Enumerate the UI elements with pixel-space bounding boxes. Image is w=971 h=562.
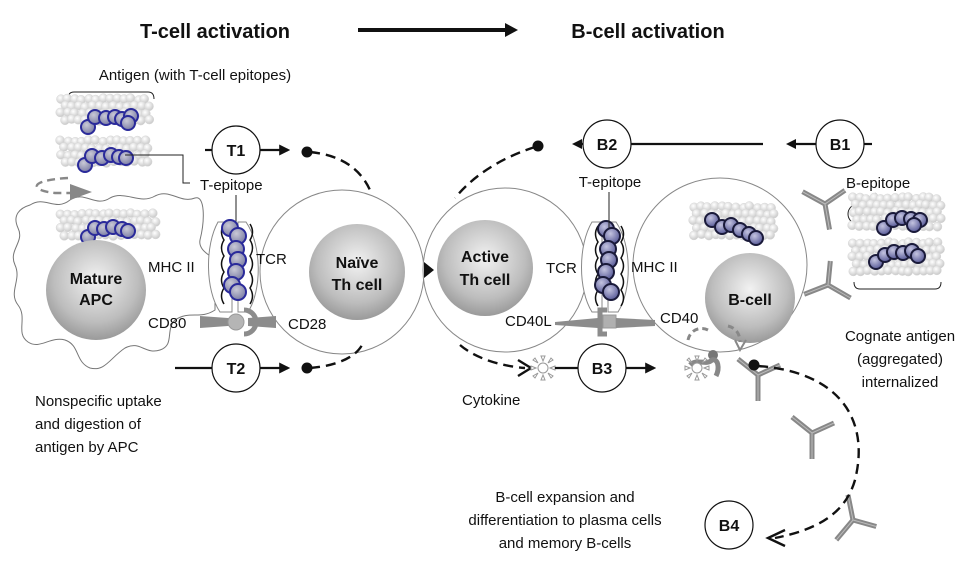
cytokine-label: Cytokine (462, 392, 520, 409)
epitope-bead (748, 230, 764, 246)
expansion-line2: differentiation to plasma cells (468, 512, 661, 529)
mhc-tcr-complex-right (581, 220, 629, 313)
antigen-bead (150, 229, 161, 240)
nonspecific-line2: and digestion of (35, 416, 142, 433)
title-arrow-head (505, 23, 518, 37)
epitope-bead (906, 217, 922, 233)
epitope-bead (120, 115, 136, 131)
active-label-line1: Active (461, 249, 509, 266)
b-epitope-label: B-epitope (846, 175, 910, 192)
step-b1-label: B1 (830, 137, 851, 154)
antibody-membrane-top (803, 184, 852, 233)
antigen-bead (903, 266, 913, 277)
antigen-bead (932, 221, 943, 232)
expansion-line1: B-cell expansion and (495, 489, 634, 506)
antigen-aggregate-top (55, 93, 155, 173)
step-b3-label: B3 (592, 361, 613, 378)
cd40l-label: CD40L (505, 313, 552, 330)
cytokine-dashed-path (459, 344, 526, 370)
t-epitope-leader-left (125, 154, 190, 184)
mhc2-label-right: MHC II (631, 259, 678, 276)
step-t1-label: T1 (227, 143, 246, 160)
antigen-bead (144, 114, 155, 125)
active-th-nucleus (437, 220, 533, 316)
t2-dot (301, 362, 313, 374)
antigen-bead (90, 135, 100, 145)
antigen-bead (148, 208, 158, 218)
b-cell-nucleus (705, 253, 795, 343)
antigen-aggregate-apc (55, 208, 161, 245)
cd80-cd28-receptor (200, 307, 276, 337)
mhc2-label-left: MHC II (148, 259, 195, 276)
antigen-aggregate-internalized (688, 201, 779, 246)
naive-label-line2: Th cell (332, 277, 383, 294)
b2-dashed-path (454, 145, 536, 199)
tcr-label-left: TCR (256, 251, 287, 268)
cytokine-receptor (688, 357, 721, 378)
step-t2-label: T2 (227, 361, 246, 378)
cognate-bracket (853, 281, 942, 290)
nonspecific-line1: Nonspecific uptake (35, 393, 162, 410)
b-cell-label: B-cell (728, 292, 772, 309)
t1-dot (301, 146, 313, 158)
uptake-loop-arrow (35, 176, 72, 195)
naive-th-nucleus (309, 224, 405, 320)
internalization-arrow-right (727, 324, 742, 343)
antigen-bead (765, 230, 775, 240)
tcr-label-right: TCR (546, 260, 577, 277)
expansion-line3: and memory B-cells (499, 535, 632, 552)
internalization-arrow-left (686, 326, 709, 341)
active-label-line2: Th cell (460, 272, 511, 289)
b4-dashed-path (757, 364, 860, 540)
b4-dot (748, 359, 760, 371)
cognate-line1: Cognate antigen (845, 328, 955, 345)
b2-dot (532, 140, 544, 152)
naive-label-line1: Naïve (336, 255, 379, 272)
epitope-bead (118, 150, 134, 166)
cd80-label: CD80 (148, 315, 186, 332)
apc-label-line2: APC (79, 292, 113, 309)
antigen-bead (936, 213, 946, 224)
title-t-cell-activation: T-cell activation (140, 21, 290, 43)
antigen-bead (62, 222, 73, 233)
internalization-arrow-head (734, 339, 747, 353)
epitope-bead (229, 283, 247, 301)
apc-nucleus (46, 240, 146, 340)
title-b-cell-activation: B-cell activation (571, 21, 724, 43)
cognate-line3: internalized (862, 374, 939, 391)
cytokine-icon-left (530, 355, 556, 381)
cd28-label: CD28 (288, 316, 326, 333)
t-epitope-label-right: T-epitope (579, 174, 642, 191)
cognate-line2: (aggregated) (857, 351, 943, 368)
b1-arrow-head (786, 139, 796, 149)
nonspecific-line3: antigen by APC (35, 439, 139, 456)
antigen-label: Antigen (with T-cell epitopes) (99, 67, 291, 84)
b2-arrow-head (572, 139, 582, 149)
mhc-tcr-complex-left (208, 219, 259, 313)
antigen-aggregate-cognate (847, 192, 946, 277)
cytokine-icon-right (684, 355, 710, 381)
t2-dashed-path (309, 344, 364, 370)
uptake-arrow-head (70, 184, 92, 200)
apc-label-line1: Mature (70, 271, 123, 288)
epitope-bead (602, 283, 620, 301)
antigen-bead (142, 157, 153, 167)
cytokine-receptor-dot (708, 350, 718, 360)
step-b4-circle[interactable] (704, 500, 754, 550)
antigen-bead (768, 208, 779, 219)
step-b4-label: B4 (719, 518, 740, 535)
transition-arrow-head (424, 262, 434, 278)
t-epitope-label-left: T-epitope (200, 177, 263, 194)
b4-arrow-head (765, 528, 786, 548)
epitope-bead (120, 223, 136, 239)
antibody-secreted-2 (792, 417, 834, 459)
cd40-label: CD40 (660, 310, 698, 327)
antibody-secreted-3 (821, 495, 880, 554)
cd40l-cd40-receptor (555, 307, 655, 337)
epitope-bead (910, 248, 926, 264)
antigen-bead (932, 265, 942, 276)
step-b2-label: B2 (597, 137, 618, 154)
t1-dashed-path (309, 150, 374, 196)
